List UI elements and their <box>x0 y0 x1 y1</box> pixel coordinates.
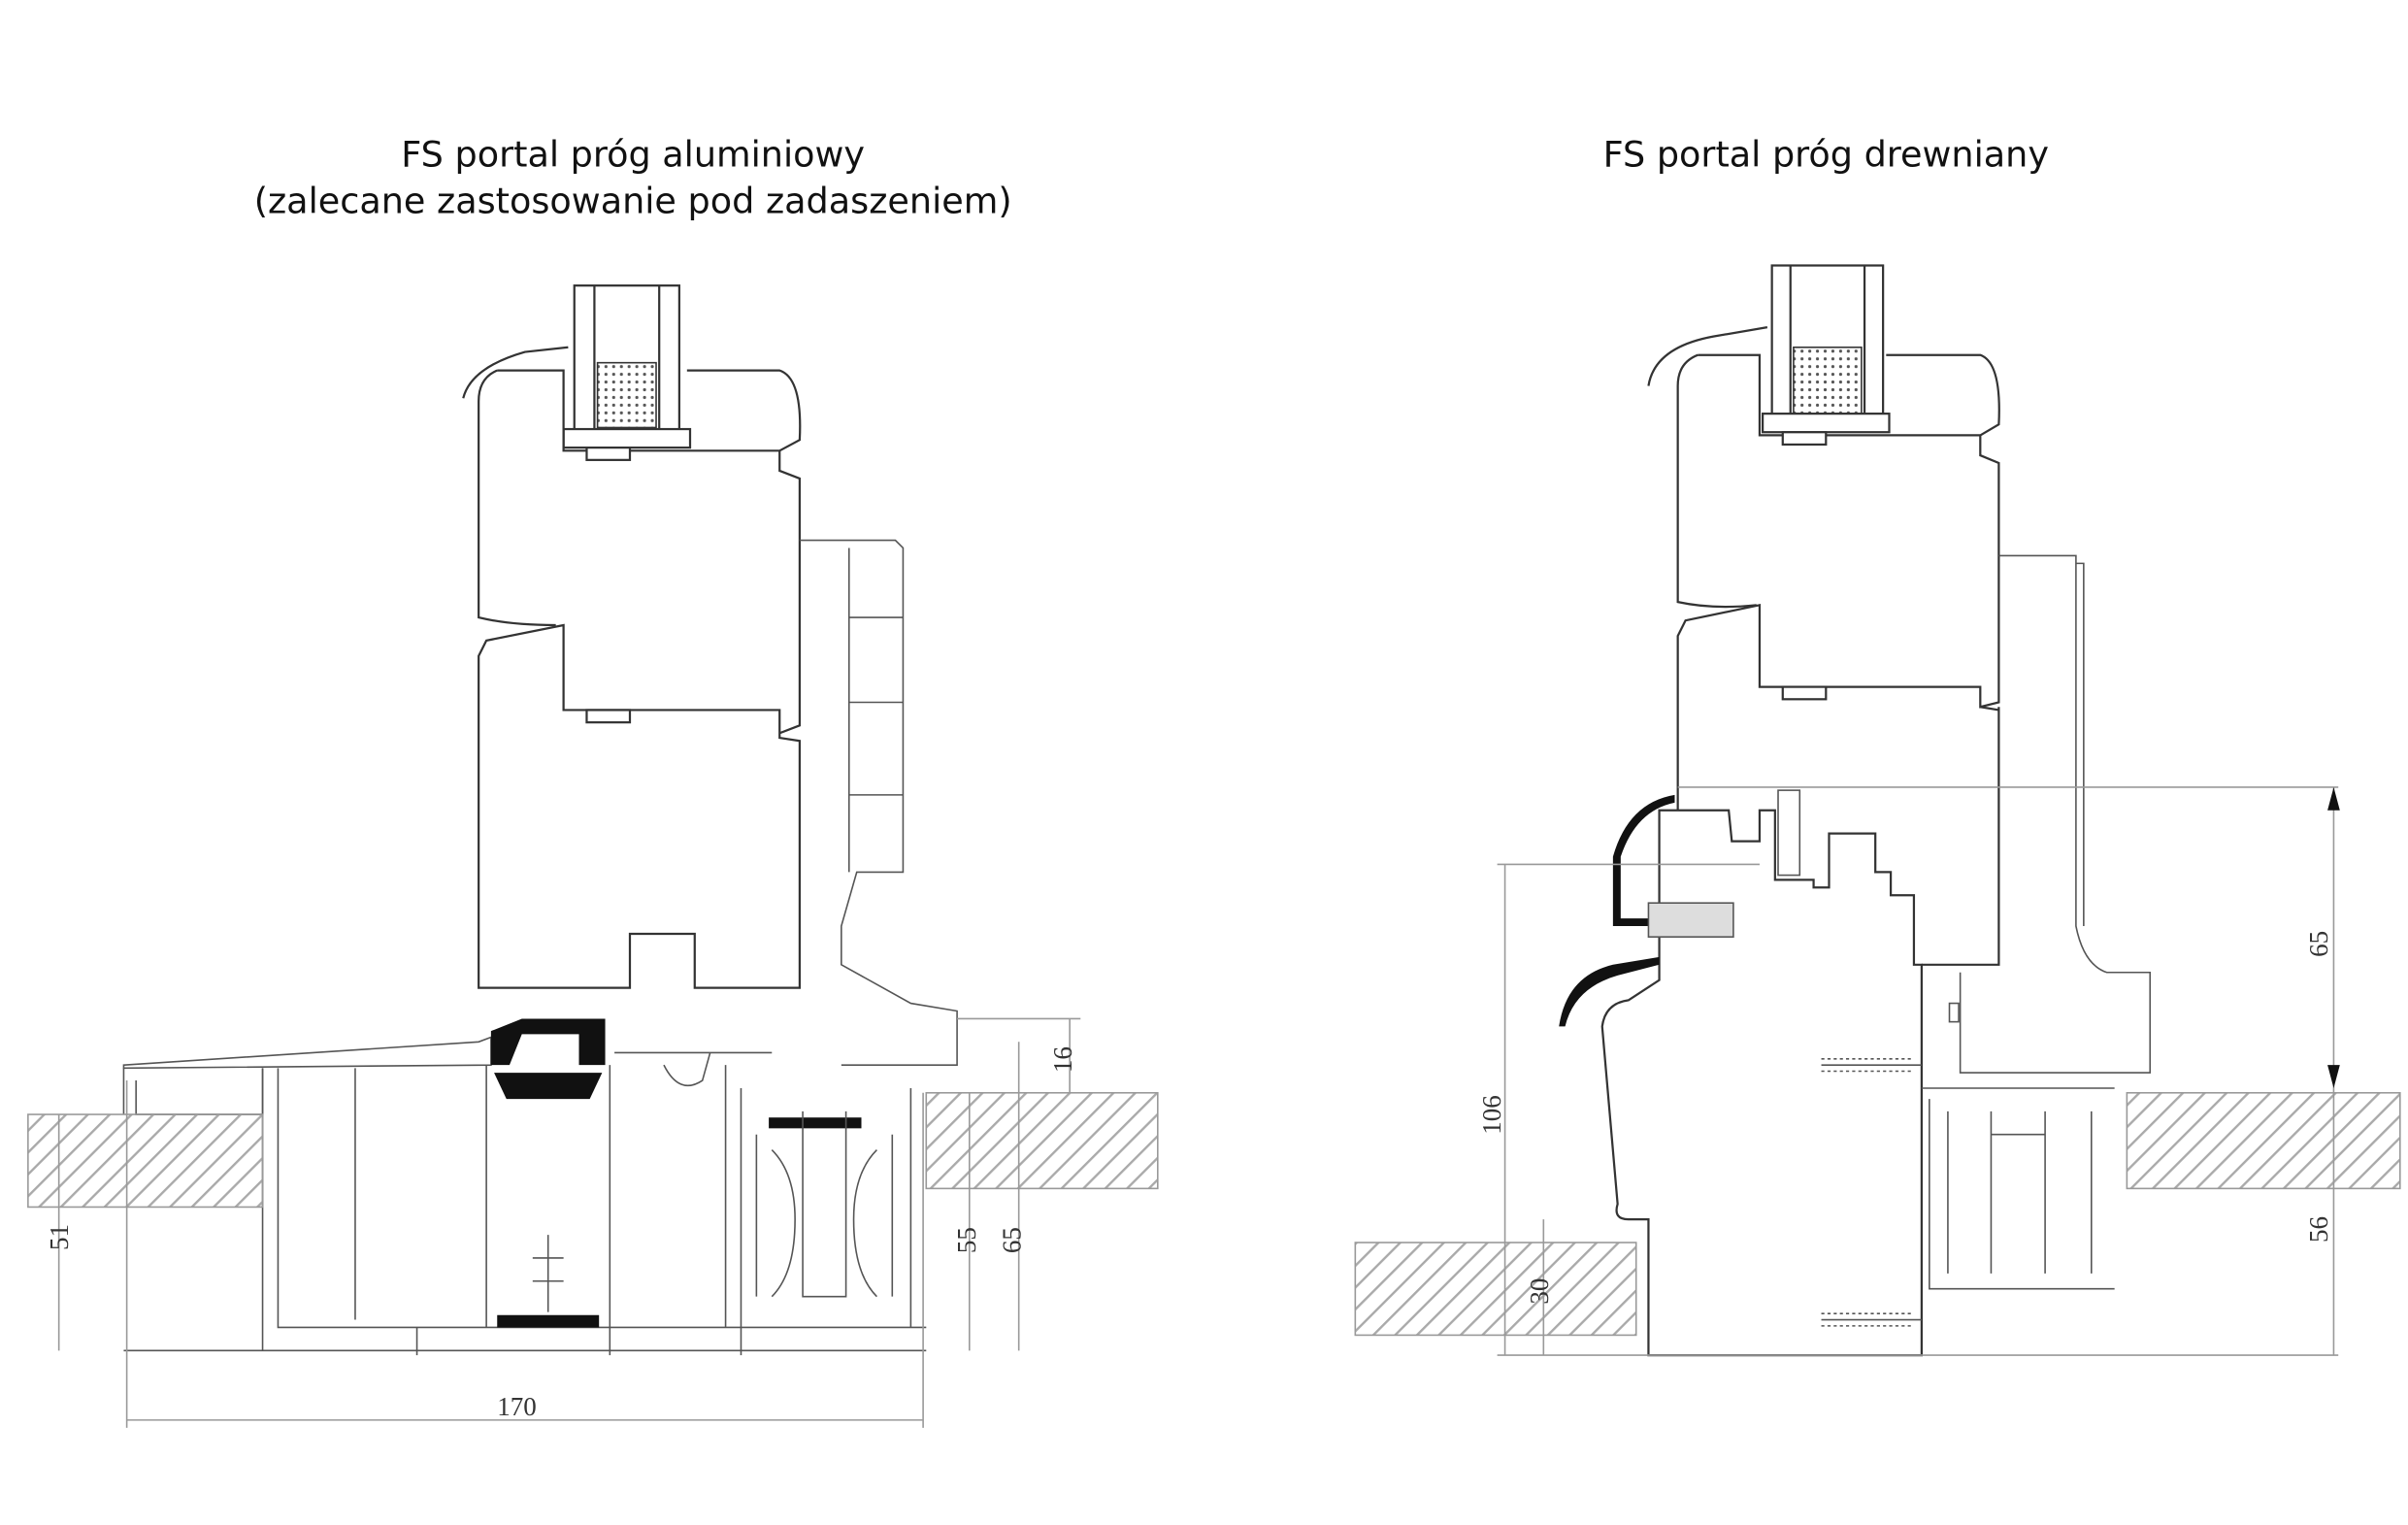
dim-65: 65 <box>997 1227 1026 1253</box>
dim-55: 55 <box>952 1227 981 1253</box>
dim-51: 51 <box>45 1224 74 1250</box>
title-wooden: FS portal próg drewniany <box>1603 134 2049 176</box>
dimension-lines: 106 30 65 56 <box>1477 786 2340 1356</box>
glass-unit <box>1647 264 1891 434</box>
dim-106: 106 <box>1477 1095 1506 1135</box>
diagram-aluminium-threshold: FS portal próg aluminiowy (zalecane zast… <box>27 134 1159 1428</box>
dim-65: 65 <box>2304 931 2333 957</box>
sash-profile <box>1676 353 2000 966</box>
wall-right-hatched <box>2126 1091 2401 1190</box>
dim-170: 170 <box>497 1392 537 1421</box>
dim-30: 30 <box>1525 1278 1554 1305</box>
fixed-panel <box>1959 554 2152 1074</box>
dim-16: 16 <box>1048 1046 1077 1073</box>
aluminium-threshold <box>122 1018 927 1356</box>
dim-56: 56 <box>2304 1216 2333 1243</box>
dimension-lines: 51 170 55 65 16 <box>45 1017 1081 1428</box>
floor-left-hatched <box>1354 1242 1637 1337</box>
sash-profile <box>478 369 802 989</box>
title-aluminium-line1: FS portal próg aluminiowy <box>401 134 865 176</box>
wall-right-hatched <box>925 1091 1159 1190</box>
wooden-threshold <box>1559 789 2115 1357</box>
wall-left-hatched <box>27 1113 264 1209</box>
diagram-wooden-threshold: FS portal próg drewniany <box>1354 134 2401 1357</box>
title-aluminium-line2: (zalecane zastosowanie pod zadaszeniem) <box>254 180 1012 221</box>
fixed-frame <box>799 539 958 1066</box>
